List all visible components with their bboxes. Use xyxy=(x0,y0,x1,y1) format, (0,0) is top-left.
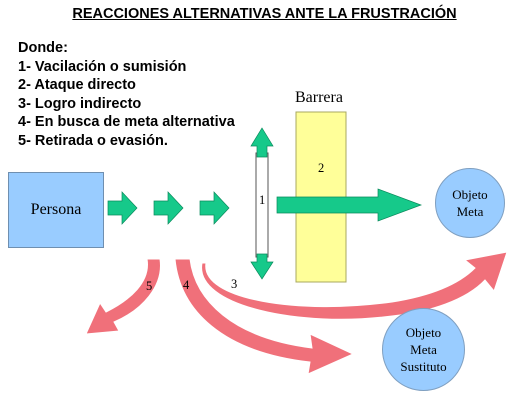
green-arrow-small-1 xyxy=(107,191,138,225)
number-2: 2 xyxy=(318,161,325,175)
legend: Donde: 1- Vacilación o sumisión 2- Ataqu… xyxy=(18,39,235,150)
number-1: 1 xyxy=(259,193,266,207)
number-4: 4 xyxy=(183,278,190,292)
green-arrow-up xyxy=(250,127,274,158)
persona-box: Persona xyxy=(8,172,104,248)
red-arrow-4 xyxy=(174,258,355,375)
green-arrow-small-3 xyxy=(199,191,230,225)
legend-item-1: 1- Vacilación o sumisión xyxy=(18,58,187,75)
objeto-sustituto-line2: Meta xyxy=(410,342,437,357)
objeto-meta-line1: Objeto xyxy=(452,187,488,202)
objeto-meta-sustituto-circle: Objeto Meta Sustituto xyxy=(382,308,465,391)
objeto-sustituto-line1: Objeto xyxy=(405,325,442,340)
objeto-meta-circle: Objeto Meta xyxy=(435,168,505,238)
number-5: 5 xyxy=(146,279,153,293)
red-arrow-5 xyxy=(85,258,161,335)
green-arrow-long xyxy=(276,188,423,222)
page-title: REACCIONES ALTERNATIVAS ANTE LA FRUSTRAC… xyxy=(72,6,457,22)
green-arrow-down xyxy=(250,253,274,280)
objeto-meta-line2: Meta xyxy=(456,204,484,219)
green-arrow-small-2 xyxy=(153,191,184,225)
legend-item-3: 3- Logro indirecto xyxy=(18,95,142,112)
legend-heading: Donde: xyxy=(18,40,68,56)
barrera-label: Barrera xyxy=(295,89,343,106)
legend-item-4: 4- En busca de meta alternativa xyxy=(18,114,235,130)
number-3: 3 xyxy=(231,277,238,291)
objeto-sustituto-line3: Sustituto xyxy=(400,359,447,374)
red-arrow-3 xyxy=(201,251,508,320)
legend-item-2: 2- Ataque directo xyxy=(18,77,136,93)
legend-item-5: 5- Retirada o evasión. xyxy=(18,132,168,149)
